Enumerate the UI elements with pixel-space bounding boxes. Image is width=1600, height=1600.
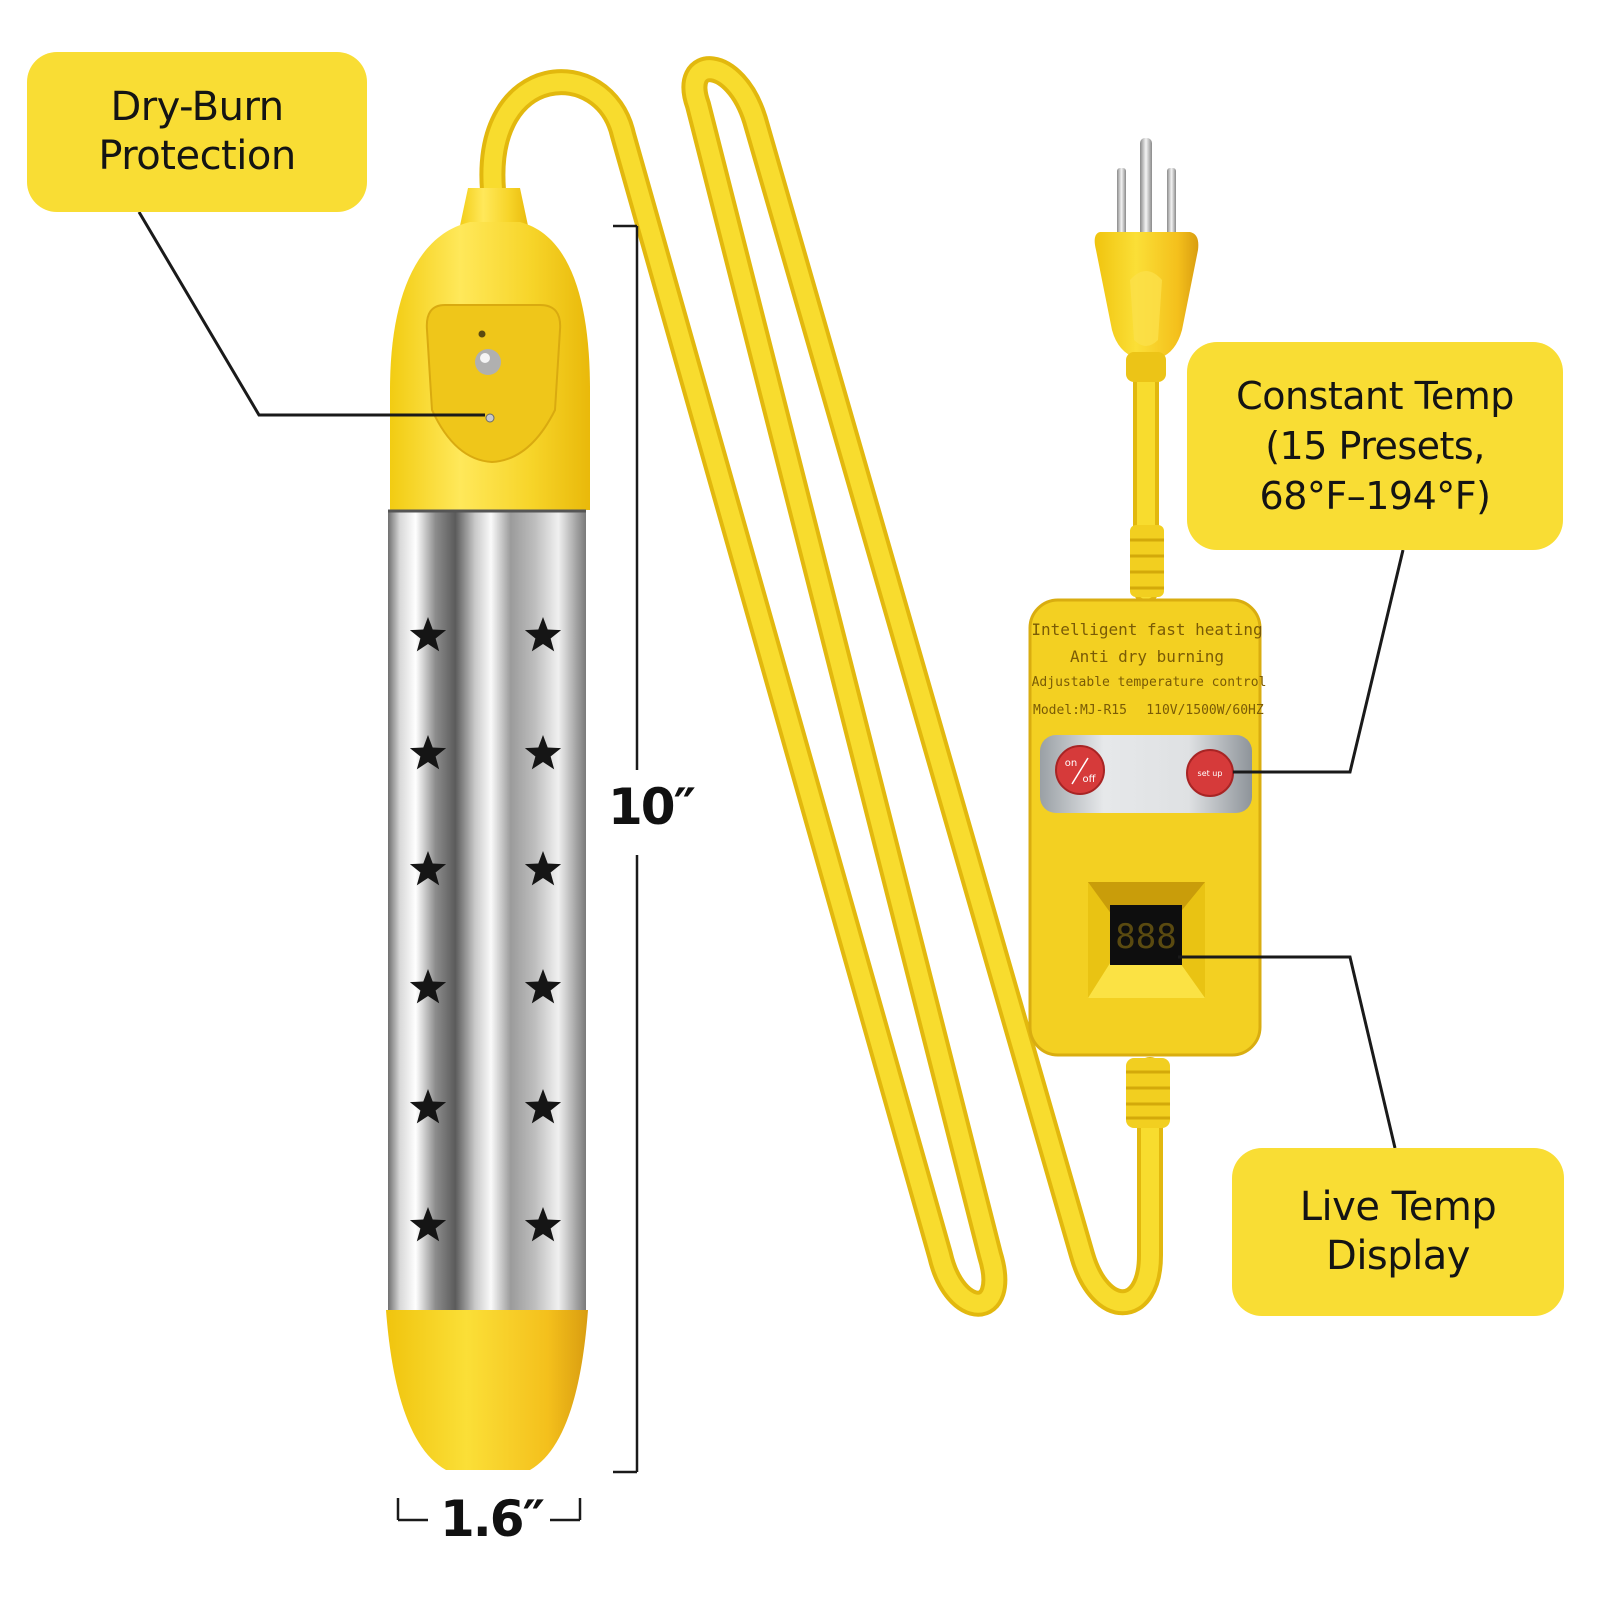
dimension-height-label: 10″ bbox=[608, 778, 696, 836]
on-off-button[interactable]: on off bbox=[1055, 745, 1105, 795]
strain-relief-bottom bbox=[1126, 1058, 1170, 1128]
controller-model-label: Model:MJ-R15 bbox=[1033, 703, 1127, 718]
off-label: off bbox=[1082, 774, 1096, 785]
callout-constant-temp-line1: Constant Temp bbox=[1236, 374, 1514, 418]
dimension-width-line bbox=[396, 1498, 582, 1522]
vent-star bbox=[409, 735, 447, 770]
vent-star bbox=[409, 617, 447, 652]
callout-dry-burn-protection: Dry-Burn Protection bbox=[27, 52, 367, 212]
leader-line-live-temp bbox=[1178, 955, 1397, 1149]
vent-star bbox=[409, 851, 447, 886]
callout-constant-temp: Constant Temp (15 Presets, 68°F–194°F) bbox=[1187, 342, 1563, 550]
controller-label-text: Intelligent fast heating Anti dry burnin… bbox=[1031, 620, 1266, 718]
vent-star bbox=[524, 735, 562, 770]
leader-line-dry-burn bbox=[137, 211, 485, 417]
setup-button[interactable]: set up bbox=[1186, 749, 1234, 797]
vent-star bbox=[524, 1207, 562, 1242]
setup-label: set up bbox=[1198, 769, 1223, 778]
dry-burn-sensor bbox=[485, 413, 495, 423]
controller-label-line1: Intelligent fast heating bbox=[1031, 620, 1262, 639]
dimension-height-line bbox=[613, 224, 639, 1474]
vent-star bbox=[524, 617, 562, 652]
vent-star bbox=[524, 851, 562, 886]
leader-lines bbox=[137, 211, 1405, 1149]
immersion-heater bbox=[386, 188, 590, 1470]
temp-display: 888 bbox=[1110, 905, 1182, 965]
bottom-cap bbox=[386, 1310, 588, 1470]
controller-label-line2: Anti dry burning bbox=[1070, 647, 1224, 666]
callout-constant-temp-line3: 68°F–194°F) bbox=[1259, 474, 1491, 518]
strain-relief-top bbox=[1130, 525, 1164, 597]
callout-live-temp-line1: Live Temp bbox=[1299, 1184, 1497, 1230]
controller-label-line3: Adjustable temperature control bbox=[1032, 675, 1267, 690]
callout-live-temp-display: Live Temp Display bbox=[1232, 1148, 1564, 1316]
vent-stars bbox=[409, 617, 562, 1242]
callout-constant-temp-line2: (15 Presets, bbox=[1265, 424, 1485, 468]
controller-box bbox=[1028, 598, 1262, 1057]
vent-star bbox=[409, 1089, 447, 1124]
dimension-width-label: 1.6″ bbox=[440, 1490, 545, 1548]
indicator-dot bbox=[478, 330, 486, 338]
power-plug bbox=[1094, 138, 1199, 382]
on-label: on bbox=[1065, 758, 1077, 769]
vent-star bbox=[524, 969, 562, 1004]
temp-display-digits: 888 bbox=[1115, 917, 1176, 957]
vent-star bbox=[409, 969, 447, 1004]
leader-line-constant-temp bbox=[1233, 549, 1405, 774]
callout-live-temp-line2: Display bbox=[1326, 1233, 1470, 1279]
controller-rating-label: 110V/1500W/60HZ bbox=[1146, 703, 1264, 718]
callout-dry-burn-line2: Protection bbox=[98, 133, 296, 179]
vent-star bbox=[409, 1207, 447, 1242]
callout-dry-burn-line1: Dry-Burn bbox=[110, 84, 284, 130]
handle-shield bbox=[425, 304, 562, 464]
vent-star bbox=[524, 1089, 562, 1124]
